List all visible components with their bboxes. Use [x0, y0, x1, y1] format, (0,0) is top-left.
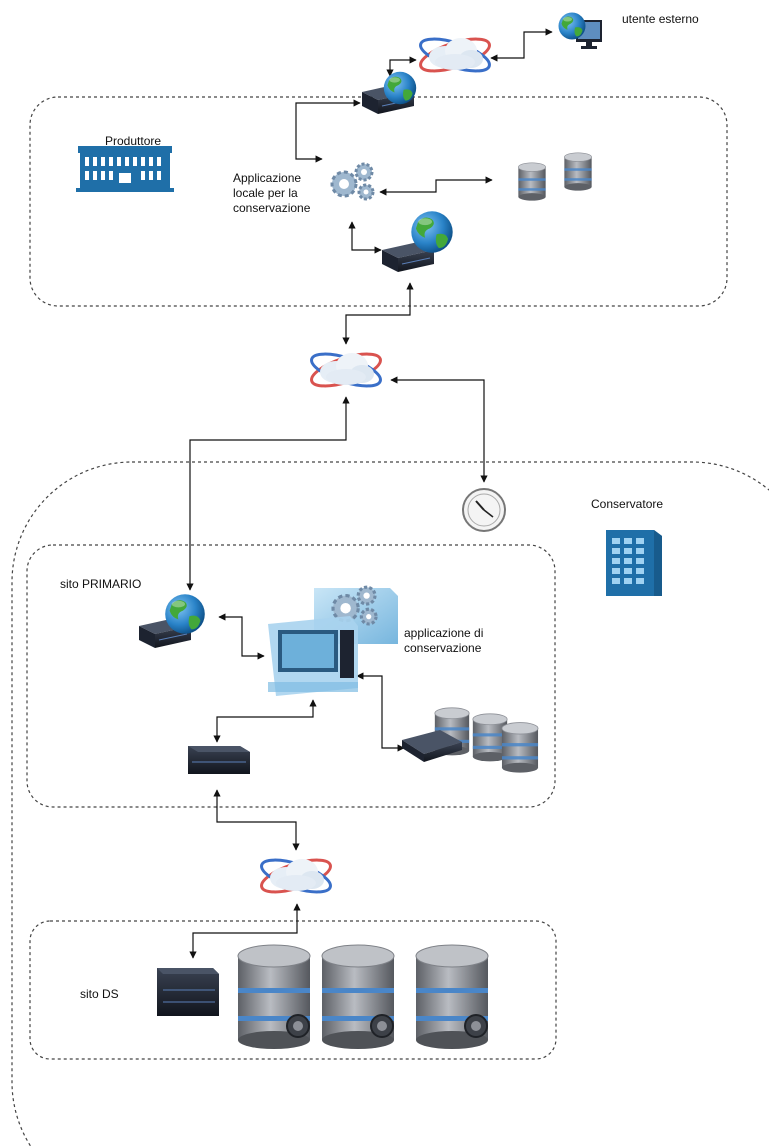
building-icon — [76, 146, 174, 192]
produttore-label: Produttore — [105, 134, 162, 148]
applicazione-conservazione-line-1: applicazione di — [404, 626, 484, 640]
globe-server-icon — [138, 594, 205, 649]
sito-primario-boundary — [26, 544, 556, 808]
conservatore-label: Conservatore — [591, 497, 664, 511]
storage-array-icon — [402, 707, 539, 774]
applicazione-locale-line-2: locale per la — [233, 186, 298, 200]
server-icon — [188, 746, 250, 774]
database-icon — [321, 944, 395, 1050]
applicazione-conservazione-line-2: conservazione — [404, 641, 482, 655]
database-icon — [518, 162, 546, 201]
network-cloud-icon — [306, 345, 386, 395]
database-icon — [237, 944, 311, 1050]
server-icon — [157, 968, 219, 1016]
globe-server-icon — [381, 211, 453, 273]
building-icon — [606, 530, 662, 596]
applicazione-locale-line-3: conservazione — [233, 201, 311, 215]
applicazione-locale-line-1: Applicazione — [233, 171, 302, 185]
connectors — [186, 28, 553, 959]
sito-ds-label: sito DS — [80, 987, 119, 1001]
network-cloud-icon — [256, 851, 336, 901]
globe-monitor-icon — [558, 12, 602, 49]
globe-server-icon — [361, 71, 417, 115]
utente-esterno-label: utente esterno — [622, 12, 699, 26]
application-box-icon — [268, 585, 398, 696]
applicazione-locale-label: Applicazione locale per la conservazione — [233, 171, 310, 216]
applicazione-conservazione-label: applicazione di conservazione — [404, 626, 483, 656]
database-icon — [564, 152, 592, 191]
network-cloud-icon — [415, 30, 495, 80]
database-icon — [415, 944, 489, 1050]
produttore-boundary — [29, 96, 728, 307]
sito-primario-label: sito PRIMARIO — [60, 577, 142, 591]
gears-icon — [330, 162, 375, 201]
timestamp-clock-icon — [462, 488, 506, 532]
